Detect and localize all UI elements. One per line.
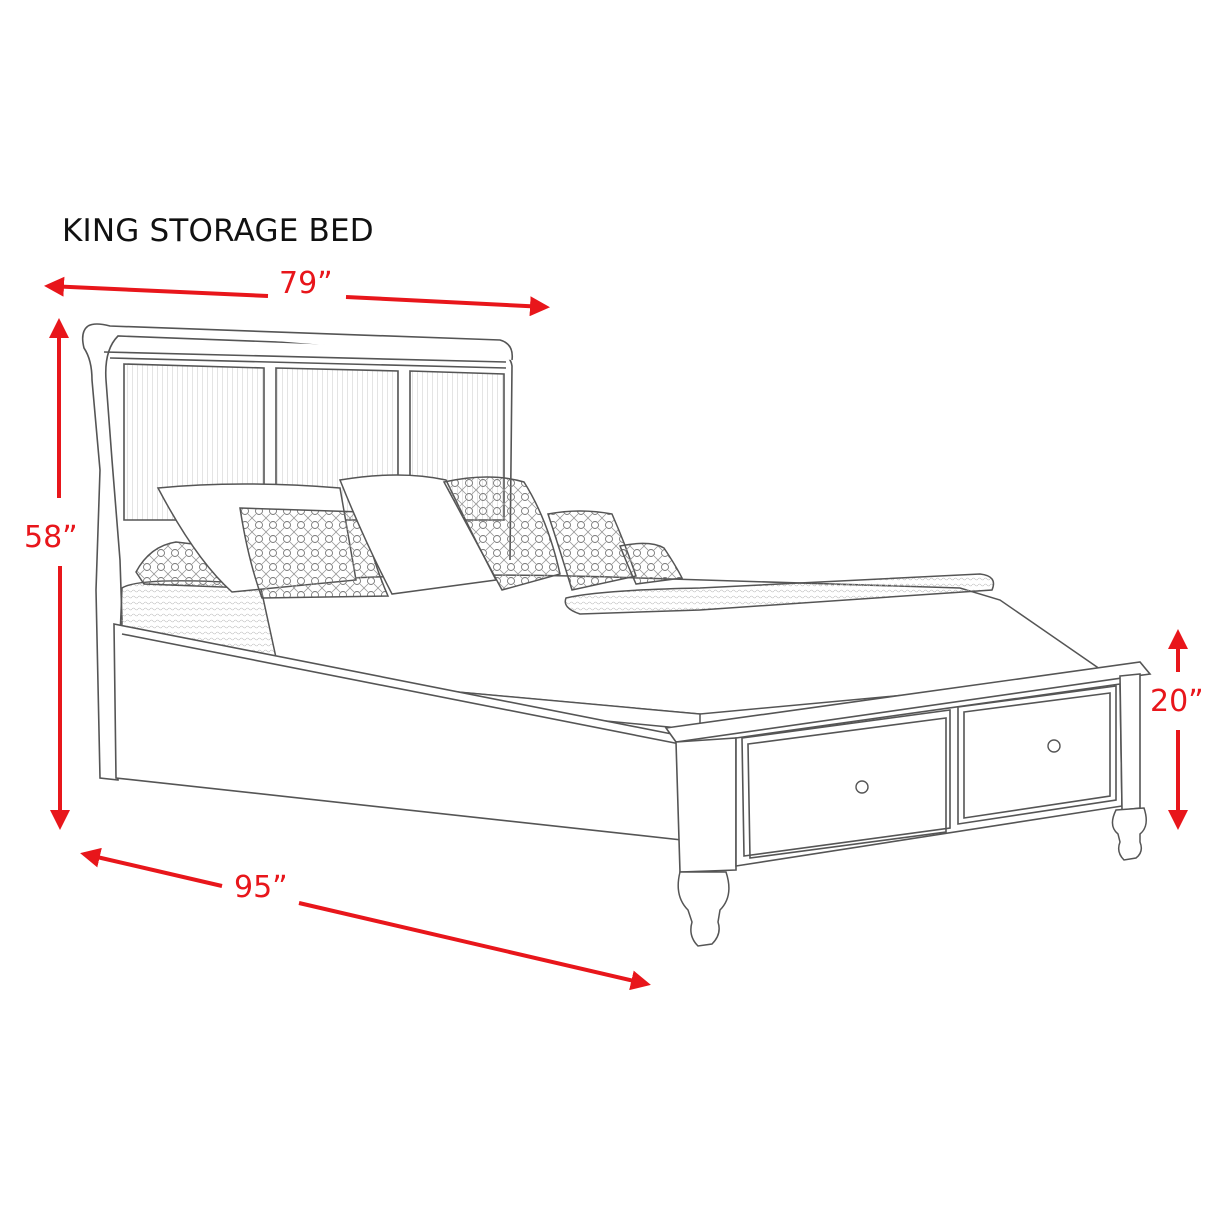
length-label: 95” xyxy=(234,870,288,905)
footboard-height-label: 20” xyxy=(1150,684,1204,719)
diagram-title: KING STORAGE BED xyxy=(62,213,374,249)
dimension-height xyxy=(49,318,70,830)
dimension-width xyxy=(44,276,550,317)
dimension-length xyxy=(80,847,651,991)
bun-feet xyxy=(677,807,1147,947)
drawer-knob-right xyxy=(1047,739,1061,753)
height-label: 58” xyxy=(24,520,78,555)
headboard xyxy=(81,323,514,781)
drawer-knob-left xyxy=(855,780,869,794)
pillows xyxy=(135,474,684,599)
footboard xyxy=(664,661,1152,873)
width-label: 79” xyxy=(279,266,333,301)
